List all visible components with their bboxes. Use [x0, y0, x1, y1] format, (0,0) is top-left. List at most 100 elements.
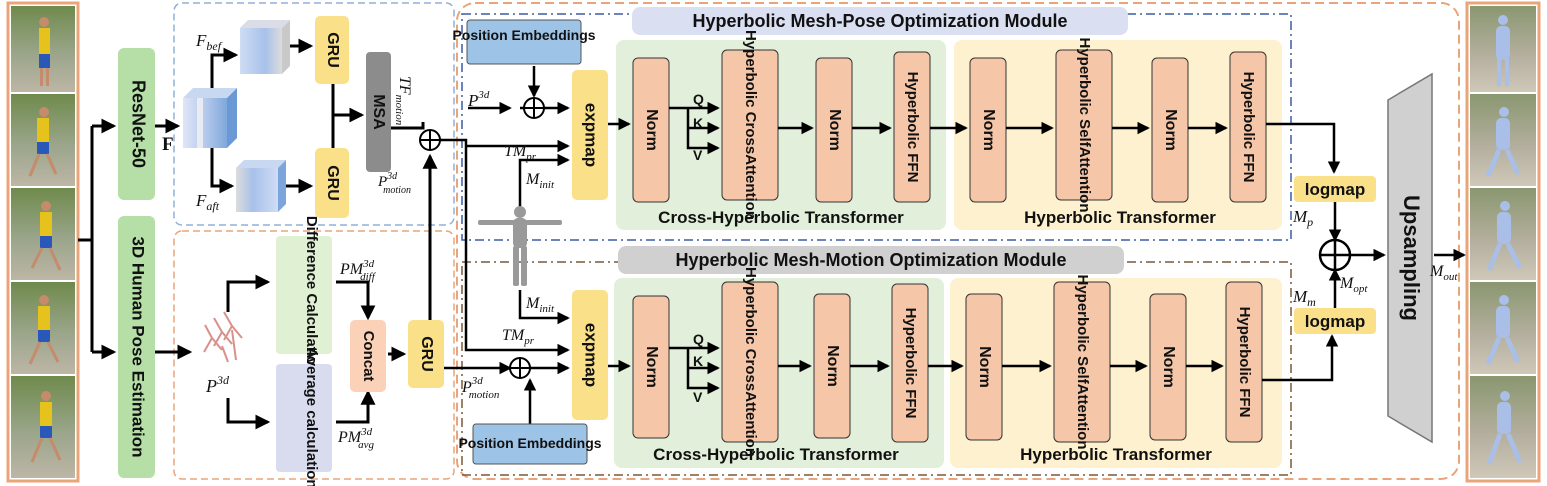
pose-self-attention-label: Hyperbolic SelfAttention [1076, 37, 1093, 212]
output-frame-2 [1470, 94, 1536, 186]
fusion-arrows [1328, 202, 1466, 308]
pose-cross-attention [721, 49, 779, 201]
motion-trans-blocks: Norm Hyperbolic SelfAttention Norm Hyper… [965, 274, 1263, 450]
motion-arrows [210, 38, 425, 194]
pose-norm-2-label: Norm [826, 109, 843, 151]
pose-skeletons [203, 311, 243, 363]
pose-qkv: Q K V [693, 91, 704, 163]
output-frame-5 [1470, 376, 1536, 478]
motion-norm-1-label: Norm [643, 346, 660, 388]
feature-F-aft [236, 160, 286, 212]
output-frame-1 [1470, 6, 1536, 92]
template-mesh [478, 206, 562, 286]
difference-calc-label: Difference Calculation [303, 216, 320, 374]
symbol-TF-motion: TFmotion [393, 76, 413, 126]
motion-cross-transformer-caption: Cross-Hyperbolic Transformer [653, 445, 899, 464]
gru-box-3 [408, 320, 444, 388]
motion-v-label: V [693, 389, 703, 405]
motion-ffn-2 [1225, 281, 1263, 443]
pose-ffn-2-label: Hyperbolic FFN [1240, 72, 1257, 183]
motion-flow-arrows [608, 334, 1339, 395]
symbol-F: F [162, 134, 174, 155]
concat-box [350, 320, 386, 392]
pose-q-label: Q [693, 91, 704, 107]
oplus-pos-bottom [509, 357, 531, 379]
input-frames [6, 1, 80, 483]
pose-self-attention [1055, 49, 1113, 201]
gru-label-2: GRU [324, 165, 341, 201]
pos-emb-bottom-text: Position Embeddings [458, 435, 601, 451]
difference-calc-box [276, 236, 332, 354]
motion-cross-transformer-bg [614, 278, 944, 468]
symbol-M-init-top: Minit [525, 171, 555, 191]
motion-transformer-caption: Hyperbolic Transformer [1020, 445, 1212, 464]
module-input-arrows [440, 66, 570, 424]
expmap-label-bottom: expmap [582, 323, 601, 387]
symbol-TM-pr-bottom: TMpr [502, 327, 535, 347]
pose-arrows [226, 153, 438, 430]
upsampling-block [1387, 72, 1433, 444]
pose-transformer-caption: Hyperbolic Transformer [1024, 208, 1216, 227]
motion-ffn-1 [891, 283, 929, 443]
motion-cross-blocks: Norm Hyperbolic CrossAttention Norm Hype… [632, 267, 929, 457]
pose-norm-1 [632, 57, 670, 203]
pose-norm-4-label: Norm [1162, 109, 1179, 151]
optimization-outer-frame [456, 2, 1460, 480]
symbol-M-opt: Mopt [1339, 275, 1368, 295]
symbol-TM-pr-top: TMpr [504, 143, 537, 163]
pose-norm-3 [969, 57, 1007, 203]
motion-norm-1 [632, 295, 670, 439]
average-calc-box [276, 364, 332, 472]
motion-self-attention-label: Hyperbolic SelfAttention [1074, 274, 1091, 449]
upsampling-label: Upsampling [1399, 195, 1424, 321]
pos-emb-top-text: Position Embeddings [452, 27, 595, 43]
output-frame-3 [1470, 188, 1536, 280]
gru-label-1: GRU [324, 32, 341, 68]
gru-label-3: GRU [418, 336, 435, 372]
logmap-box-bottom [1294, 308, 1376, 334]
expmap-box-bottom [572, 290, 608, 420]
motion-feature-frame [173, 2, 455, 226]
pose-norm-2 [815, 57, 853, 203]
feature-F-bef [240, 20, 290, 74]
pose-k-label: K [693, 115, 703, 131]
symbol-M-m: Mm [1292, 287, 1316, 309]
mesh-pose-title: Hyperbolic Mesh-Pose Optimization Module [692, 11, 1067, 31]
mesh-pose-title-bg [632, 7, 1128, 35]
symbol-M-init-bottom: Minit [525, 295, 555, 315]
concat-label: Concat [360, 331, 377, 382]
pose-estimation-box [118, 216, 155, 478]
motion-ffn-2-label: Hyperbolic FFN [1236, 307, 1253, 418]
motion-norm-2-label: Norm [824, 345, 841, 387]
expmap-box-top [572, 70, 608, 200]
motion-qkv: Q K V [693, 331, 704, 405]
pose-norm-4 [1151, 57, 1189, 203]
symbol-M-p: Mp [1292, 207, 1313, 229]
pose-estimation-label: 3D Human Pose Estimation [129, 236, 148, 457]
pose-trans-blocks: Norm Hyperbolic SelfAttention Norm Hyper… [969, 37, 1267, 213]
motion-k-label: K [693, 353, 703, 369]
motion-cross-attention-label: Hyperbolic CrossAttention [742, 267, 759, 457]
logmap-label-bottom: logmap [1305, 312, 1365, 331]
motion-cross-attention [721, 281, 779, 443]
pose-feature-frame [173, 230, 455, 480]
output-frames [1465, 1, 1541, 483]
motion-transformer-bg [950, 278, 1282, 468]
symbol-F-aft: Faft [195, 191, 220, 213]
pose-norm-3-label: Norm [980, 109, 997, 151]
oplus-pos-top [523, 97, 545, 119]
mesh-motion-title: Hyperbolic Mesh-Motion Optimization Modu… [676, 250, 1067, 270]
pose-cross-transformer-bg [616, 40, 946, 230]
input-frame-2 [11, 94, 75, 186]
pose-flow-arrows [608, 101, 1341, 174]
symbol-M-out: Mout [1429, 263, 1458, 283]
symbol-P3d: P3d [205, 373, 230, 396]
pose-cross-transformer-caption: Cross-Hyperbolic Transformer [658, 208, 904, 227]
position-embeddings-label-top: Position Embeddings [452, 27, 595, 43]
gru-box-2 [315, 148, 349, 218]
pose-cross-attention-label: Hyperbolic CrossAttention [742, 30, 759, 220]
